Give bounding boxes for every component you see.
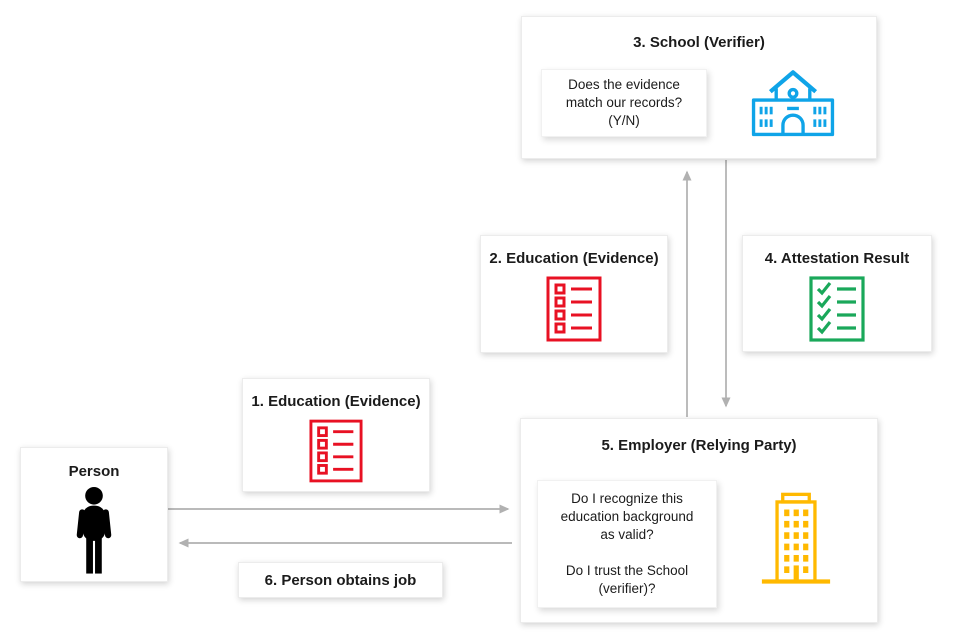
school-verifier-node: 3. School (Verifier) Does the evidence m…	[521, 16, 877, 159]
office-building-icon	[761, 492, 831, 584]
employer-relying-party-node: 5. Employer (Relying Party) Do I recogni…	[520, 418, 878, 623]
school-question-box: Does the evidence match our records? (Y/…	[541, 69, 707, 137]
school-verifier-title: 3. School (Verifier)	[633, 34, 765, 51]
employer-relying-party-title: 5. Employer (Relying Party)	[601, 437, 797, 454]
person-obtains-job-node: 6. Person obtains job	[238, 562, 443, 598]
person-node: Person	[20, 447, 168, 582]
person-obtains-job-title: 6. Person obtains job	[264, 571, 417, 589]
checklist-icon	[309, 419, 363, 483]
education-evidence-2-node: 2. Education (Evidence)	[480, 235, 668, 353]
education-evidence-1-node: 1. Education (Evidence)	[242, 378, 430, 492]
education-evidence-1-title: 1. Education (Evidence)	[251, 393, 421, 410]
school-icon	[751, 70, 835, 137]
person-title: Person	[68, 463, 120, 480]
attestation-result-node: 4. Attestation Result	[742, 235, 932, 352]
person-icon	[76, 486, 112, 574]
attestation-result-title: 4. Attestation Result	[764, 250, 910, 267]
checklist-icon	[546, 276, 602, 342]
checklist-check-icon	[809, 276, 865, 342]
employer-questions-box: Do I recognize this education background…	[537, 480, 717, 608]
education-evidence-2-title: 2. Education (Evidence)	[489, 250, 659, 267]
